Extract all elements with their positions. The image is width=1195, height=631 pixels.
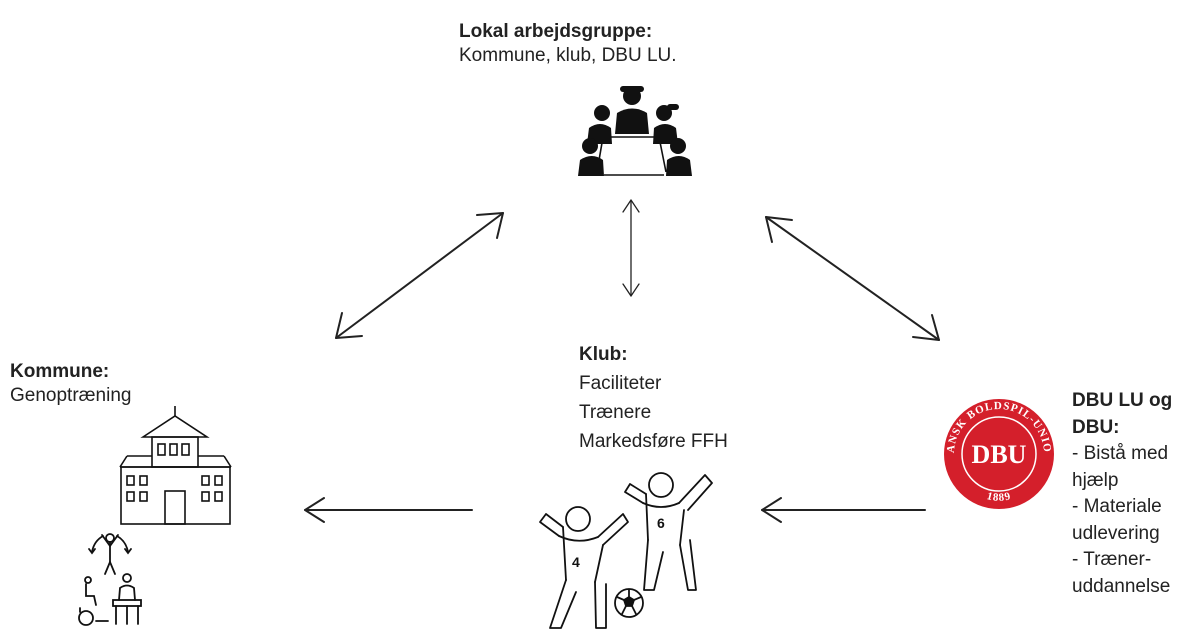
player-number-4: 4 <box>572 554 580 570</box>
right-line-1: - Bistå med <box>1072 443 1169 464</box>
left-line: Genoptræning <box>10 385 132 406</box>
right-line-3: - Materiale <box>1072 496 1162 517</box>
double-arrow-right-diagonal <box>765 216 940 341</box>
center-line-2: Trænere <box>579 402 652 423</box>
center-title: Klub: <box>579 344 628 365</box>
left-text-block: Kommune: Genoptræning <box>10 360 131 408</box>
dbu-year: 1889 <box>985 490 1012 504</box>
double-arrow-left-diagonal <box>335 212 504 339</box>
double-arrow-vertical <box>622 199 640 297</box>
right-line-5: - Træner- <box>1072 549 1152 570</box>
dbu-letters: DBU <box>972 440 1027 469</box>
dbu-ring-text: DANSK BOLDSPIL-UNION <box>0 0 1053 454</box>
right-title-1: DBU LU og <box>1072 390 1173 411</box>
arrow-to-kommune <box>304 497 473 523</box>
right-line-6: uddannelse <box>1072 575 1171 597</box>
arrow-to-klub <box>761 497 926 523</box>
center-line-3: Markedsføre FFH <box>579 431 728 452</box>
right-text-block: DBU LU og DBU: - Bistå med hjælp - Mater… <box>1072 388 1172 600</box>
right-title-2: DBU: <box>1072 416 1120 438</box>
top-title: Lokal arbejdsgruppe: <box>459 21 653 42</box>
player-number-6: 6 <box>657 515 665 531</box>
center-text-block: Klub: Faciliteter Trænere Markedsføre FF… <box>579 340 728 456</box>
top-text-block: Lokal arbejdsgruppe: Kommune, klub, DBU … <box>459 20 677 68</box>
top-line: Kommune, klub, DBU LU. <box>459 45 677 66</box>
left-title: Kommune: <box>10 361 110 382</box>
center-line-1: Faciliteter <box>579 373 662 394</box>
right-line-4: udlevering <box>1072 522 1160 544</box>
right-line-2: hjælp <box>1072 469 1119 491</box>
